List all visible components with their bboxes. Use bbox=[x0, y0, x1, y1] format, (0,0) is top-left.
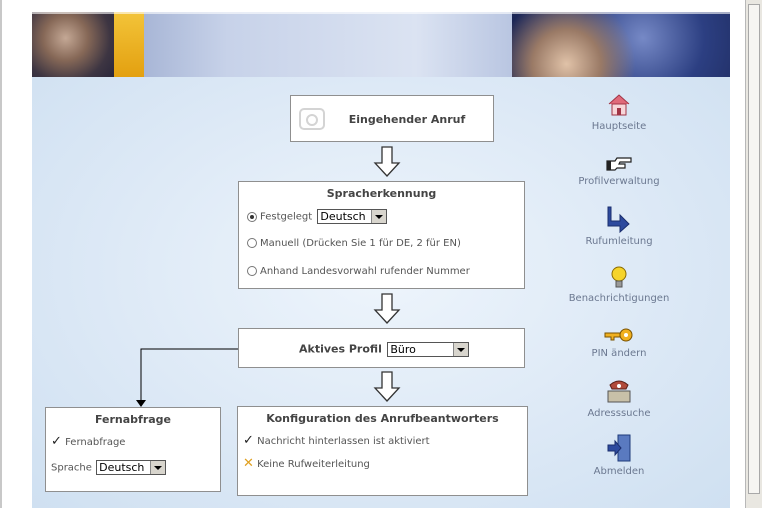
connector-line bbox=[136, 348, 238, 407]
remote-language-select[interactable]: Deutsch bbox=[96, 460, 167, 475]
checkmark-icon: ✓ bbox=[51, 434, 62, 449]
cross-icon: ✕ bbox=[243, 456, 254, 471]
radio-auto-label: Anhand Landesvorwahl rufender Nummer bbox=[260, 266, 470, 277]
banner-photo bbox=[512, 12, 730, 77]
nav-item-profile-management[interactable]: Profilverwaltung bbox=[559, 153, 679, 187]
radio-manual-label: Manuell (Drücken Sie 1 für DE, 2 für EN) bbox=[260, 238, 461, 249]
nav-item-home[interactable]: Hauptseite bbox=[559, 92, 679, 132]
key-icon bbox=[604, 328, 633, 342]
speech-recognition-title: Spracherkennung bbox=[326, 187, 437, 200]
nav-item-address-search[interactable]: Adresssuche bbox=[559, 375, 679, 419]
nav-label-call-forwarding: Rufumleitung bbox=[585, 236, 653, 247]
voicemail-config-title: Konfiguration des Anrufbeantworters bbox=[266, 412, 499, 425]
remote-access-check-label: Fernabfrage bbox=[65, 437, 126, 448]
nav-label-logout: Abmelden bbox=[593, 466, 645, 477]
voicemail-config-box: Konfiguration des Anrufbeantworters ✓ Na… bbox=[237, 406, 528, 496]
scrollbar-thumb[interactable] bbox=[748, 4, 760, 494]
nav-label-notifications: Benachrichtigungen bbox=[568, 293, 670, 304]
nav-item-notifications[interactable]: Benachrichtigungen bbox=[559, 264, 679, 304]
incoming-call-box: Eingehender Anruf bbox=[290, 95, 494, 142]
language-label: Sprache bbox=[51, 462, 92, 474]
radio-auto[interactable] bbox=[247, 266, 257, 276]
fixed-language-select[interactable]: Deutsch bbox=[317, 209, 388, 224]
chevron-down-icon bbox=[150, 461, 166, 474]
radio-fixed[interactable] bbox=[247, 211, 257, 222]
window-frame bbox=[0, 0, 2, 508]
nav-label-home: Hauptseite bbox=[591, 121, 647, 132]
phone-icon bbox=[299, 108, 325, 130]
checkmark-icon: ✓ bbox=[243, 433, 254, 448]
logout-door-icon bbox=[607, 434, 631, 462]
chevron-down-icon bbox=[371, 210, 387, 223]
radio-fixed-label: Festgelegt bbox=[260, 211, 313, 223]
chevron-down-icon bbox=[453, 343, 469, 356]
banner-portrait-image bbox=[32, 12, 116, 77]
incoming-call-label: Eingehender Anruf bbox=[348, 113, 466, 126]
header-banner bbox=[32, 12, 730, 77]
nav-item-change-pin[interactable]: PIN ändern bbox=[559, 325, 679, 359]
remote-access-box: Fernabfrage ✓ Fernabfrage Sprache Deutsc… bbox=[45, 407, 221, 492]
main-content: Eingehender Anruf Spracherkennung Festge… bbox=[32, 77, 730, 508]
flow-arrow-down-icon bbox=[373, 371, 401, 402]
nav-label-address-search: Adresssuche bbox=[587, 408, 651, 419]
redirect-arrow-icon bbox=[607, 206, 630, 233]
radio-manual[interactable] bbox=[247, 238, 257, 248]
nav-item-call-forwarding[interactable]: Rufumleitung bbox=[559, 205, 679, 247]
banner-accent-stripe bbox=[114, 12, 144, 77]
active-profile-select[interactable]: Büro bbox=[387, 342, 470, 357]
remote-access-title: Fernabfrage bbox=[94, 413, 172, 426]
home-icon bbox=[608, 94, 630, 116]
nav-label-profile-management: Profilverwaltung bbox=[578, 176, 660, 187]
speech-recognition-box: Spracherkennung Festgelegt Deutsch Manue… bbox=[238, 181, 525, 289]
pointing-hand-icon bbox=[606, 157, 632, 171]
phone-book-icon bbox=[607, 380, 631, 403]
flow-arrow-down-icon bbox=[373, 293, 401, 324]
nav-label-change-pin: PIN ändern bbox=[591, 348, 647, 359]
flow-arrow-down-icon bbox=[373, 146, 401, 177]
lightbulb-icon bbox=[611, 266, 627, 288]
active-profile-box: Aktives Profil Büro bbox=[238, 328, 525, 368]
voicemail-forward-label: Keine Rufweiterleitung bbox=[257, 459, 370, 470]
voicemail-message-label: Nachricht hinterlassen ist aktiviert bbox=[257, 436, 430, 447]
active-profile-label: Aktives Profil bbox=[299, 342, 382, 356]
nav-item-logout[interactable]: Abmelden bbox=[559, 433, 679, 477]
vertical-scrollbar[interactable] bbox=[745, 0, 762, 508]
